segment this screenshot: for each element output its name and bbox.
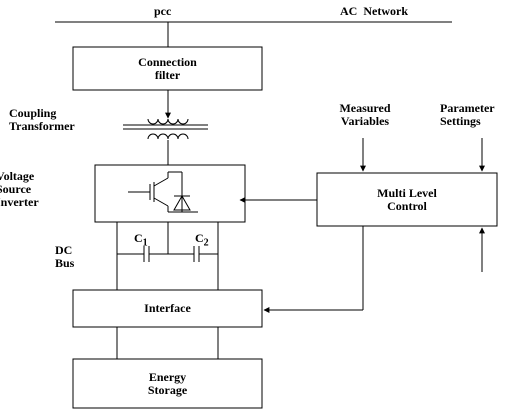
vsi-line2: Source <box>0 182 32 196</box>
connection-filter-line1: Connection <box>138 54 197 69</box>
coupling-transformer-label: Coupling Transformer <box>9 107 75 133</box>
vsi-line3: Inverter <box>0 195 39 209</box>
interface-label: Interface <box>144 301 191 315</box>
measured-variables-line1: Measured <box>339 101 391 115</box>
ac-network-label: AC Network <box>340 4 408 18</box>
coupling-transformer-symbol <box>123 118 208 140</box>
energy-storage-line2: Storage <box>147 382 188 397</box>
multi-level-control-box <box>316 172 498 227</box>
dc-bus-label: DC Bus <box>55 244 74 270</box>
c1-sub: 1 <box>142 237 148 249</box>
c1-label: C1 <box>134 232 148 249</box>
coupling-transformer-line1: Coupling <box>9 106 57 120</box>
capacitor-c1 <box>117 246 168 262</box>
connection-filter-label: Connection filter <box>73 47 262 90</box>
interface-box <box>72 289 263 328</box>
c2-sub: 2 <box>203 237 209 249</box>
mlc-line1: Multi Level <box>377 185 437 200</box>
parameter-settings-label: Parameter Settings <box>440 102 495 128</box>
c2-base: C <box>195 231 204 245</box>
measured-variables-label: Measured Variables <box>330 102 400 128</box>
parameter-settings-line1: Parameter <box>440 101 495 115</box>
c1-base: C <box>134 231 143 245</box>
voltage-source-inverter-label: Voltage Source Inverter <box>0 170 39 209</box>
inverter-box <box>94 164 246 223</box>
igbt-symbol <box>128 171 198 213</box>
vsi-line1: Voltage <box>0 169 35 183</box>
multi-level-control-label: Multi Level Control <box>317 173 497 226</box>
energy-storage-line1: Energy <box>148 369 187 384</box>
mlc-line2: Control <box>387 198 427 213</box>
connection-filter-line2: filter <box>154 67 181 82</box>
c2-label: C2 <box>195 232 209 249</box>
measured-variables-line2: Variables <box>340 114 390 128</box>
energy-storage-label: Energy Storage <box>73 359 262 408</box>
pcc-label: pcc <box>154 4 172 18</box>
coupling-transformer-line2: Transformer <box>9 119 75 133</box>
parameter-settings-line2: Settings <box>440 114 481 128</box>
energy-storage-box <box>72 358 263 409</box>
dc-bus-line1: DC <box>55 243 73 257</box>
capacitor-c2 <box>168 246 218 262</box>
dc-bus-line2: Bus <box>55 256 75 270</box>
